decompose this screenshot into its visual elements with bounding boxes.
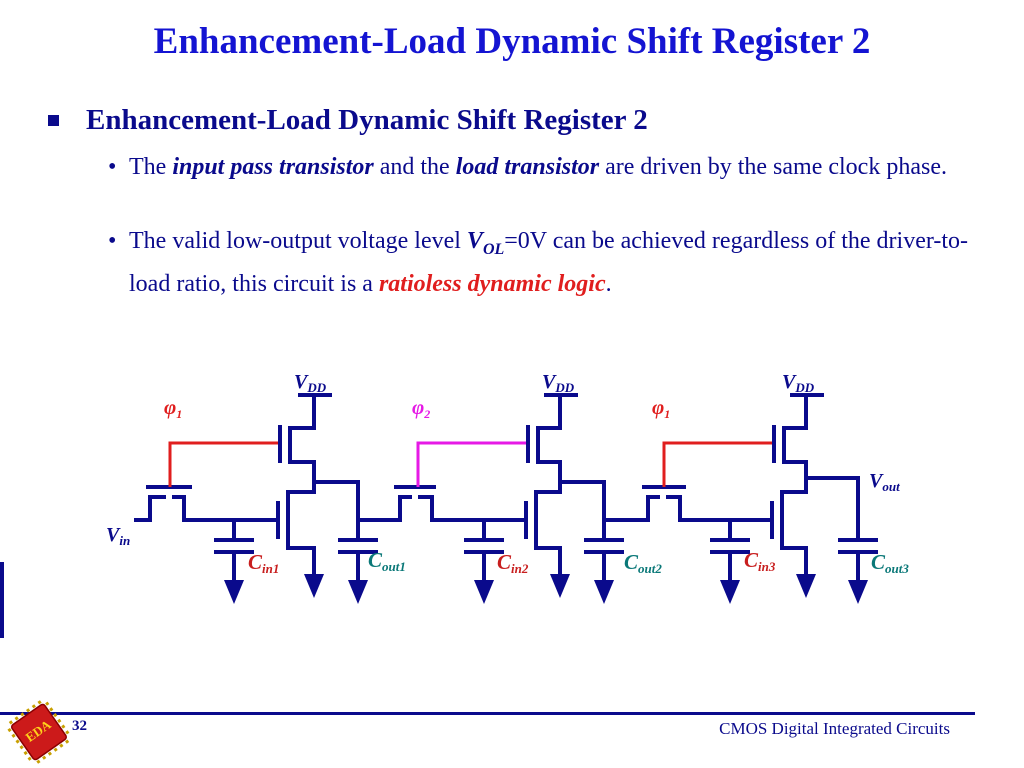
sub2-vol-main: V [466, 228, 483, 254]
dot-bullet-icon: • [108, 228, 117, 254]
cin1-label: Cin1 [248, 550, 279, 576]
cin2-label: Cin2 [497, 550, 529, 576]
eda-chip-logo: EDA [7, 700, 71, 764]
phi1-label-1: φ1 [164, 395, 182, 421]
ground-arrow-icon [720, 580, 740, 604]
dot-bullet-icon: • [108, 154, 117, 180]
ground-arrow-icon [474, 580, 494, 604]
sub2-text-a: The valid low-output voltage level [129, 228, 467, 254]
phi1-clock-lines [168, 441, 772, 487]
ground-arrow-icon [224, 580, 244, 604]
ground-arrow-icon [304, 574, 324, 598]
sub2-em-ratioless: ratioless dynamic logic [378, 270, 606, 297]
left-accent-bar [0, 562, 4, 638]
sub2-text-c: . [605, 270, 612, 297]
sub2-vol-sub: OL [482, 240, 505, 258]
vdd-label-2: VDD [542, 371, 575, 395]
cin3-label: Cin3 [744, 548, 776, 574]
square-bullet-icon [48, 115, 59, 126]
cout2-label: Cout2 [624, 550, 662, 576]
ground-arrow-icon [348, 580, 368, 604]
phi1-label-2: φ1 [652, 395, 670, 421]
cout3-label: Cout3 [871, 550, 909, 576]
vdd-label-3: VDD [782, 371, 815, 395]
sub1-text-c: are driven by the same clock phase. [599, 154, 947, 180]
vin-label: Vin [106, 524, 130, 548]
sub2-text-b: =0V can be achieved regardless of the dr… [129, 228, 969, 297]
circuit-wires [134, 393, 878, 584]
sub-bullet-1: • The input pass transistor and the load… [108, 150, 978, 184]
main-bullet-text: Enhancement-Load Dynamic Shift Register … [86, 104, 648, 136]
sub1-text-b: and the [373, 154, 456, 180]
sub1-text-a: The [129, 154, 173, 180]
slide-title: Enhancement-Load Dynamic Shift Register … [153, 21, 871, 62]
sub-bullet-2: • The valid low-output voltage level VOL… [108, 224, 978, 301]
phi2-label: φ2 [412, 395, 430, 421]
ground-arrow-icon [594, 580, 614, 604]
phi2-clock-lines [416, 441, 526, 487]
footer-divider [0, 712, 975, 715]
vout-label: Vout [869, 470, 900, 494]
ground-arrow-icon [796, 574, 816, 598]
ground-arrow-icon [550, 574, 570, 598]
main-bullet: Enhancement-Load Dynamic Shift Register … [48, 104, 988, 137]
page-number: 32 [72, 718, 87, 734]
footer-course-title: CMOS Digital Integrated Circuits [719, 719, 950, 738]
sub1-em-input-pass: input pass transistor [172, 154, 374, 180]
ground-arrows [224, 574, 868, 604]
sub1-em-load: load transistor [455, 154, 600, 180]
cout1-label: Cout1 [368, 548, 406, 574]
vdd-label-1: VDD [294, 371, 327, 395]
ground-arrow-icon [848, 580, 868, 604]
